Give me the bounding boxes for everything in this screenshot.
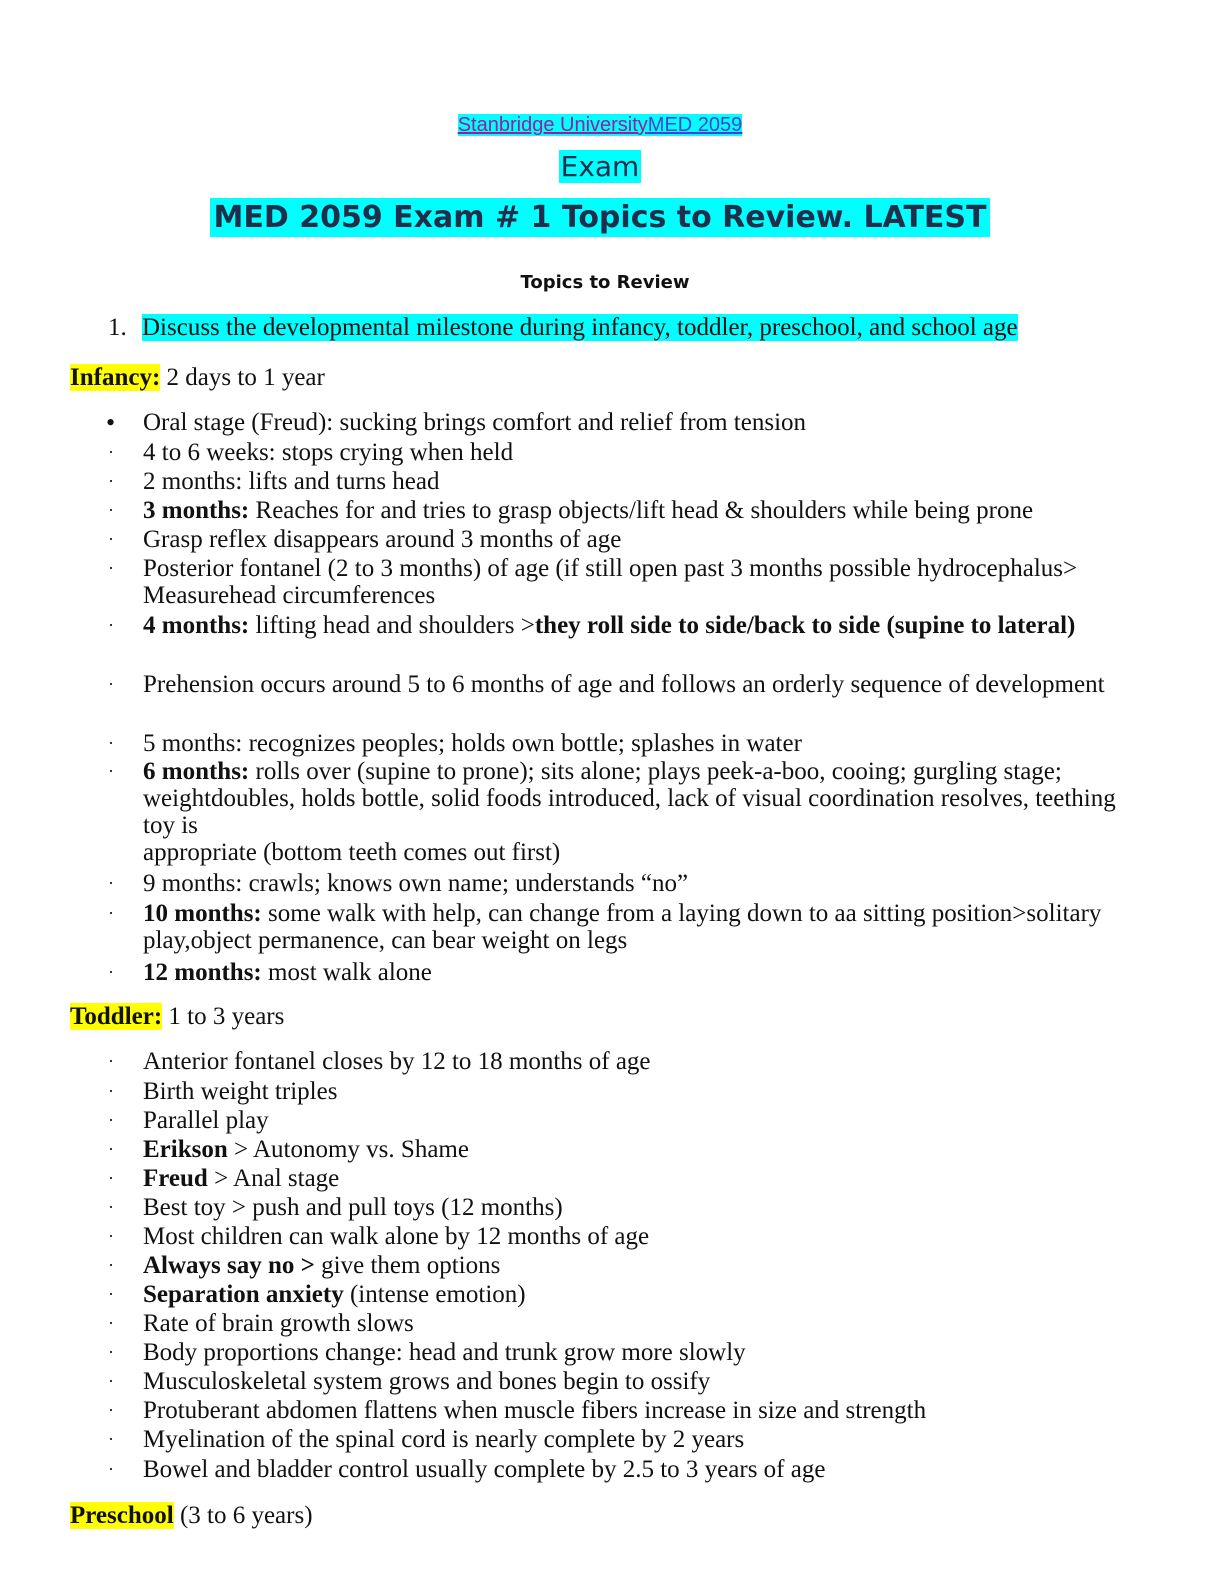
list-item: ·Protuberant abdomen flattens when muscl…: [108, 1397, 927, 1424]
preschool-heading: Preschool (3 to 6 years): [70, 1502, 313, 1530]
toddler-list: ·Anterior fontanel closes by 12 to 18 mo…: [0, 1048, 1133, 1486]
list-item: ·10 months: some walk with help, can cha…: [108, 900, 1102, 954]
preschool-label: Preschool: [70, 1502, 174, 1529]
list-item: ·Most children can walk alone by 12 mont…: [108, 1223, 650, 1250]
bullet-icon: ·: [108, 1226, 114, 1246]
list-item: ·9 months: crawls; knows own name; under…: [108, 870, 689, 897]
bullet-icon: ·: [108, 1255, 114, 1275]
bullet-icon: •: [106, 408, 116, 437]
list-item: ·4 to 6 weeks: stops crying when held: [108, 439, 514, 466]
bullet-icon: ·: [108, 1342, 114, 1362]
bullet-icon: ·: [108, 471, 114, 491]
bullet-icon: ·: [108, 962, 114, 982]
list-item: ·Birth weight triples: [108, 1078, 338, 1105]
bullet-icon: ·: [108, 733, 114, 753]
bullet-icon: ·: [108, 1313, 114, 1333]
bullet-icon: ·: [108, 1371, 114, 1391]
list-item: ·12 months: most walk alone: [108, 959, 432, 986]
bullet-icon: ·: [108, 615, 114, 635]
bullet-icon: ·: [108, 873, 114, 893]
list-item: ·4 months: lifting head and shoulders >t…: [108, 612, 1076, 639]
bullet-icon: ·: [108, 761, 114, 781]
list-item: ·Freud > Anal stage: [108, 1165, 340, 1192]
bullet-icon: ·: [108, 1051, 114, 1071]
bullet-icon: ·: [108, 1197, 114, 1217]
list-item: ·5 months: recognizes peoples; holds own…: [108, 730, 802, 757]
toddler-range: 1 to 3 years: [162, 1003, 285, 1030]
toddler-heading: Toddler: 1 to 3 years: [70, 1003, 284, 1031]
header-link[interactable]: Stanbridge UniversityMED 2059: [0, 114, 1200, 137]
exam-label: Exam: [558, 150, 642, 183]
list-item: ·Bowel and bladder control usually compl…: [108, 1456, 826, 1483]
bullet-icon: ·: [108, 1284, 114, 1304]
list-item: ·Myelination of the spinal cord is nearl…: [108, 1426, 745, 1453]
infancy-label: Infancy:: [70, 364, 161, 391]
section-subtitle: Topics to Review: [520, 272, 690, 293]
infancy-heading: Infancy: 2 days to 1 year: [70, 364, 325, 392]
list-item: ·Posterior fontanel (2 to 3 months) of a…: [108, 555, 1078, 609]
bullet-icon: ·: [108, 529, 114, 549]
preschool-range: (3 to 6 years): [173, 1502, 313, 1529]
university-link[interactable]: Stanbridge University: [457, 114, 648, 136]
list-item: ·Best toy > push and pull toys (12 month…: [108, 1194, 563, 1221]
list-item: ·Always say no > give them options: [108, 1252, 501, 1279]
list-item: ·Grasp reflex disappears around 3 months…: [108, 526, 622, 553]
bullet-icon: ·: [108, 1429, 114, 1449]
list-item: ·Body proportions change: head and trunk…: [108, 1339, 746, 1366]
bullet-icon: ·: [108, 1139, 114, 1159]
list-item: ·Anterior fontanel closes by 12 to 18 mo…: [108, 1048, 651, 1075]
list-item: ·Erikson > Autonomy vs. Shame: [108, 1136, 469, 1163]
bullet-icon: ·: [108, 1400, 114, 1420]
bullet-icon: ·: [108, 674, 114, 694]
bullet-icon: ·: [108, 1459, 114, 1479]
list-item: ·Prehension occurs around 5 to 6 months …: [108, 671, 1105, 698]
bullet-icon: ·: [108, 558, 114, 578]
question-1: 1. Discuss the developmental milestone du…: [108, 314, 1018, 342]
bullet-icon: ·: [108, 500, 114, 520]
list-item: ·6 months: rolls over (supine to prone);…: [108, 758, 1116, 866]
bullet-icon: ·: [108, 442, 114, 462]
list-item: ·Rate of brain growth slows: [108, 1310, 414, 1337]
question-number: 1.: [108, 314, 127, 341]
list-item: ·Musculoskeletal system grows and bones …: [108, 1368, 711, 1395]
list-item: ·Separation anxiety (intense emotion): [108, 1281, 526, 1308]
question-text: Discuss the developmental milestone duri…: [142, 314, 1018, 341]
bullet-icon: ·: [108, 1168, 114, 1188]
list-item: •Oral stage (Freud): sucking brings comf…: [106, 408, 807, 437]
bullet-icon: ·: [108, 1110, 114, 1130]
bullet-icon: ·: [108, 1081, 114, 1101]
list-item: ·Parallel play: [108, 1107, 269, 1134]
page-title: MED 2059 Exam # 1 Topics to Review. LATE…: [0, 198, 1200, 237]
course-link[interactable]: MED 2059: [647, 114, 743, 136]
list-item: ·2 months: lifts and turns head: [108, 468, 440, 495]
infancy-range: 2 days to 1 year: [160, 364, 325, 391]
toddler-label: Toddler:: [70, 1003, 163, 1030]
list-item: ·3 months: Reaches for and tries to gras…: [108, 497, 1034, 524]
infancy-list: •Oral stage (Freud): sucking brings comf…: [0, 409, 1133, 989]
bullet-icon: ·: [108, 903, 114, 923]
